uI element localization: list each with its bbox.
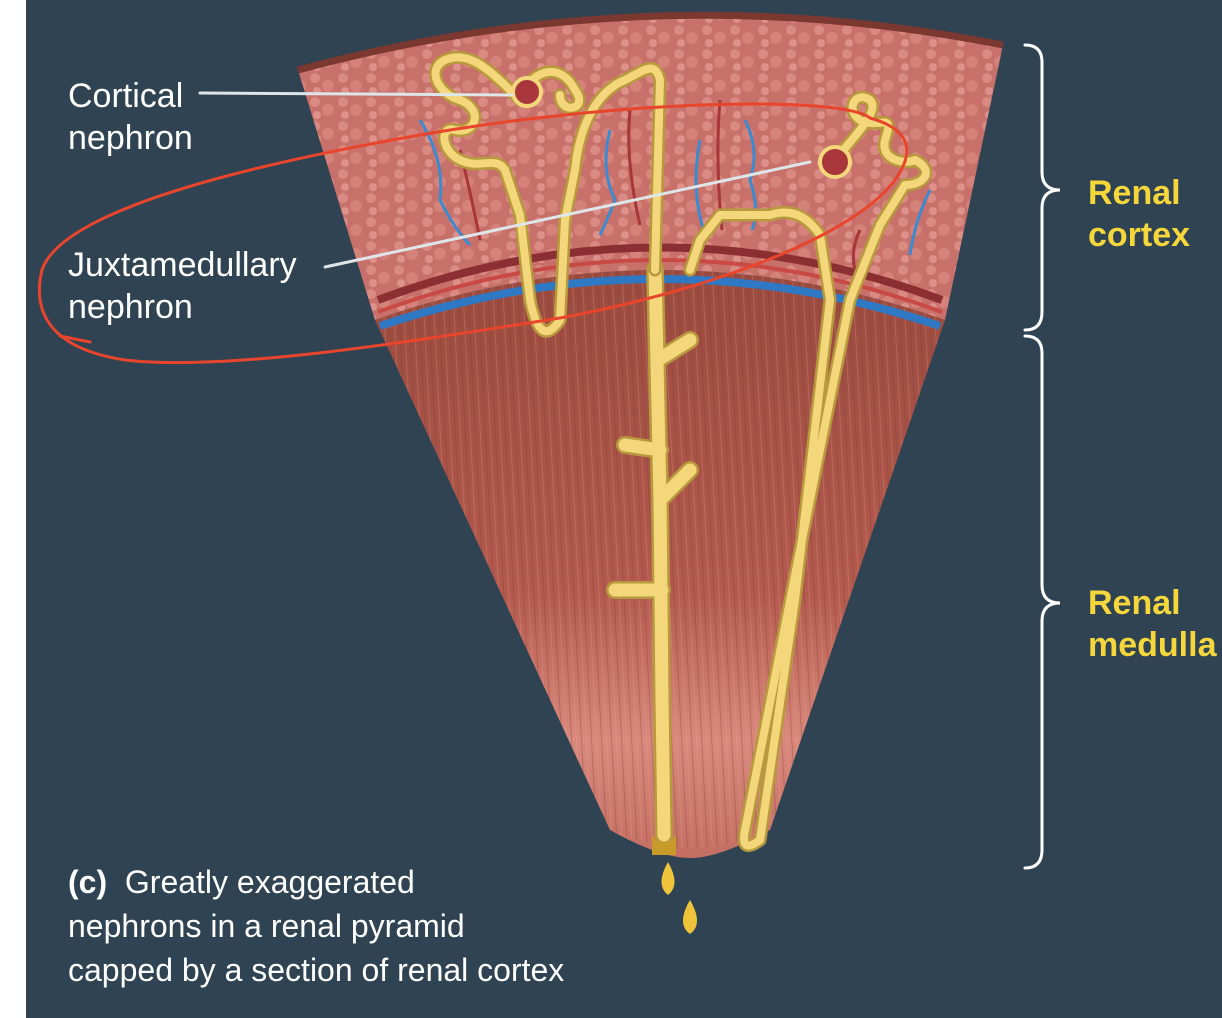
cortical-label-line2: nephron [68,119,193,157]
cortical-label-line1: Cortical [68,77,184,115]
cortical-leader-line [198,91,514,97]
juxta-label-line1: Juxtamedullary [68,246,297,284]
cortex-brace [1023,43,1061,332]
label-leader-lines [198,91,812,269]
juxtamedullary-leader-line [323,160,812,269]
collecting-duct [606,261,699,844]
caption-line3: capped by a section of renal cortex [68,952,565,988]
renal-cortex-label: Renal cortex [1088,172,1190,256]
caption-line1: (c) Greatly exaggerated [68,860,564,904]
cortical-nephron-label: Cortical nephron [68,75,193,159]
cortical-nephron [429,50,667,338]
juxtamedullary-nephron-label: Juxtamedullary nephron [68,244,297,328]
caption-letter: (c) [68,864,108,900]
renal-medulla-label: Renal medulla [1088,582,1222,666]
caption-line1-text: Greatly exaggerated [124,864,415,900]
figure-caption: (c) Greatly exaggerated nephrons in a re… [68,860,564,992]
juxta-label-line2: nephron [68,288,193,326]
caption-line2: nephrons in a renal pyramid [68,908,465,944]
urine-drops [652,835,697,934]
region-braces [1023,43,1061,870]
cortex-label-line1: Renal [1088,174,1181,212]
medulla-label-line2: medulla [1088,626,1217,664]
medulla-brace [1023,334,1061,870]
juxtamedullary-nephron [683,91,933,852]
cortex-label-line2: cortex [1088,216,1191,254]
medulla-label-line1: Renal [1088,584,1181,622]
annotation-circle [37,102,909,365]
